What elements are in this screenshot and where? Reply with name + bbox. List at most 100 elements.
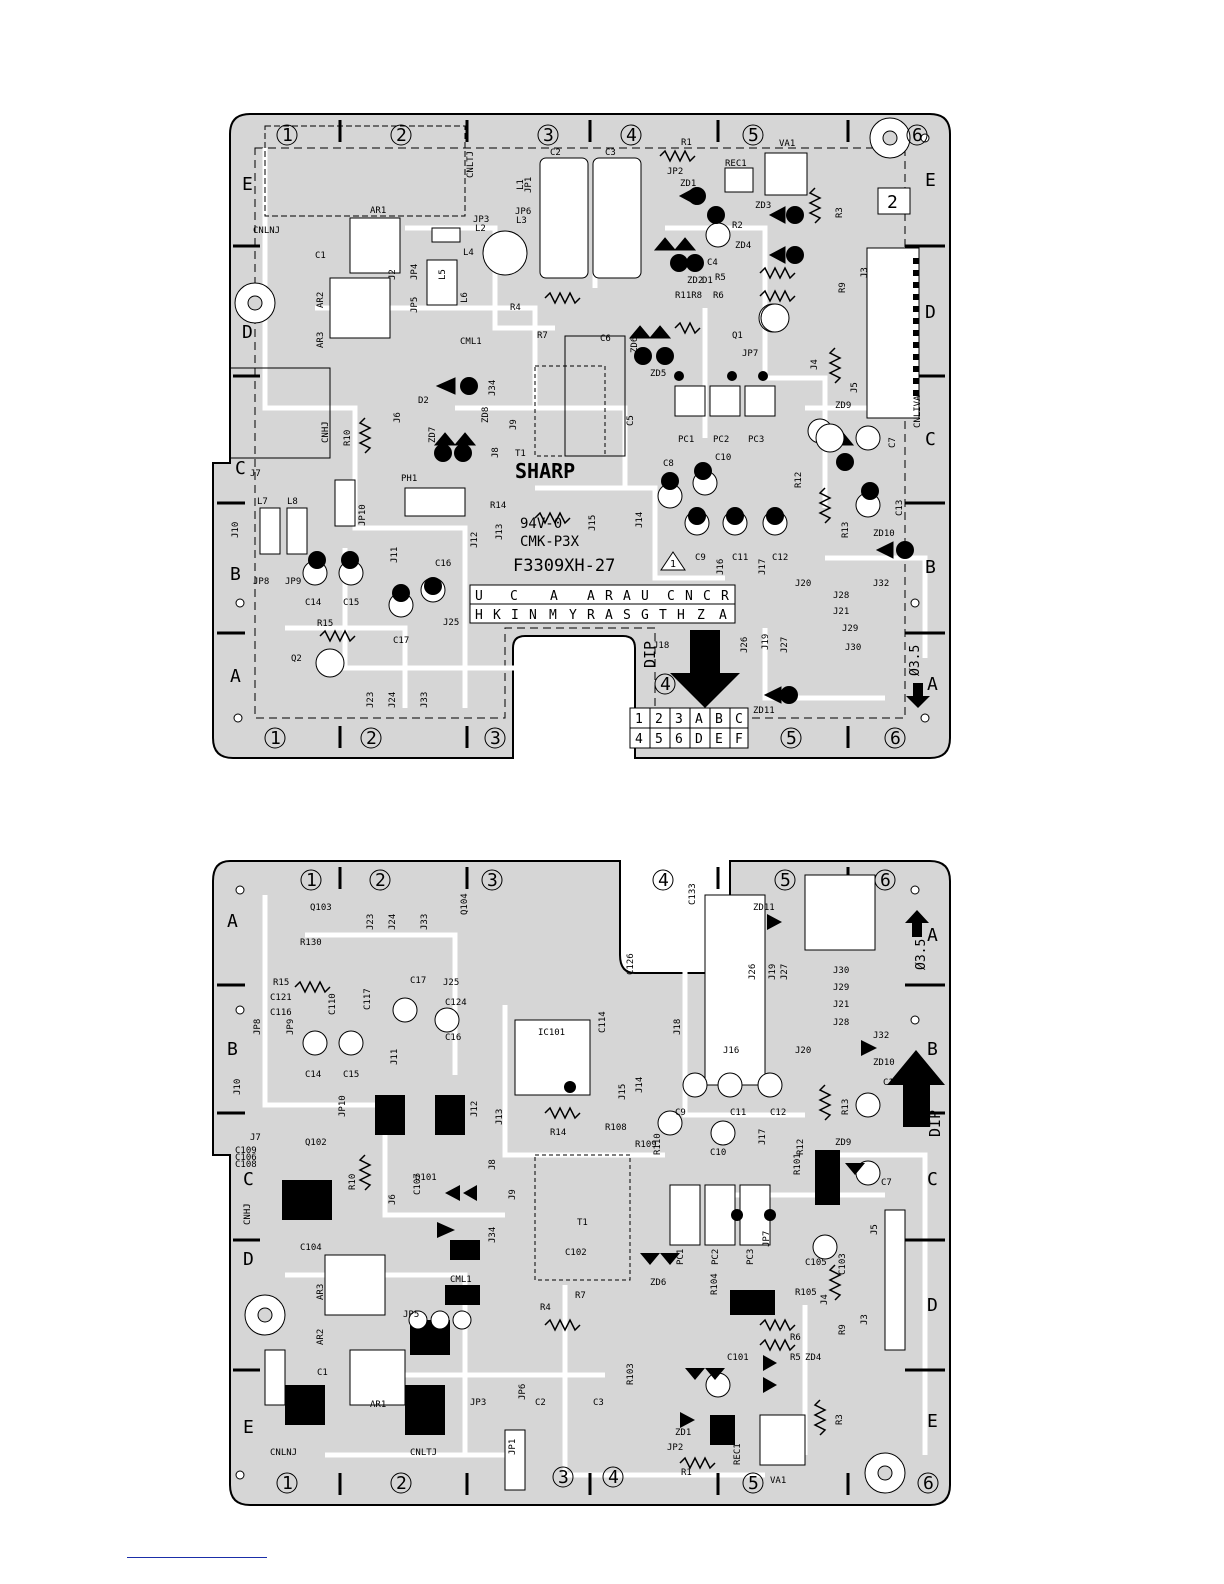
component-label: C13 — [883, 1078, 899, 1088]
component-label: 2 — [375, 870, 386, 891]
component-label: J11 — [390, 1049, 400, 1065]
component-label: C12 — [770, 1108, 786, 1118]
component-label: D — [695, 732, 703, 747]
hole-arrow-icon — [906, 683, 930, 708]
component-label: J19 — [768, 964, 778, 980]
component-label: C105 — [805, 1258, 827, 1268]
component-label: D — [243, 1249, 254, 1270]
component-label: ZD11 — [753, 903, 775, 913]
brand-logo: SHARP — [515, 459, 575, 483]
component-label: J23 — [366, 914, 376, 930]
component-label: C126 — [626, 953, 636, 975]
component-label: J26 — [748, 964, 758, 980]
component-label: C16 — [445, 1033, 461, 1043]
component-label: 1 — [282, 1473, 293, 1494]
component-label: A — [230, 666, 241, 687]
component-label: C14 — [305, 1070, 321, 1080]
col-marker: 3 — [543, 125, 554, 146]
component-label: ZD4 — [805, 1353, 821, 1363]
component-label: E — [242, 174, 253, 195]
component-label: ZD6 — [650, 1278, 666, 1288]
component-label: R12 — [794, 472, 804, 488]
component-label: J25 — [443, 978, 459, 988]
component-label: ZD1 — [675, 1428, 691, 1438]
component-label: A — [719, 608, 727, 623]
component-label: C2 — [535, 1398, 546, 1408]
solder-dots — [308, 187, 914, 704]
component-label: F3309XH-27 — [513, 556, 615, 576]
component-labels: CNLNJ CNLTJ CNHJ CNLIVA AR1 AR2 AR3 CML1… — [231, 138, 923, 716]
component-label: AR3 — [316, 1284, 326, 1300]
component-label: T — [659, 608, 667, 623]
component-label: ZD9 — [835, 1138, 851, 1148]
component-label: 6 — [890, 728, 901, 749]
board-outline — [212, 860, 951, 1506]
component-label: C108 — [235, 1160, 257, 1170]
code-table — [469, 584, 736, 624]
component-label: ZD3 — [755, 201, 771, 211]
component-label: C6 — [600, 334, 611, 344]
component-label: J30 — [845, 643, 861, 653]
component-label: C10 — [710, 1148, 726, 1158]
component-label: R15 — [317, 619, 333, 629]
component-label: R110 — [653, 1133, 663, 1155]
component-label: REC1 — [725, 159, 747, 169]
component-label: C1 — [317, 1368, 328, 1378]
component-label: C9 — [695, 553, 706, 563]
component-label: Q104 — [460, 893, 470, 915]
component-label: J6 — [393, 412, 403, 423]
component-label: R10 — [343, 430, 353, 446]
component-label: L4 — [463, 248, 474, 258]
col-marker: 1 — [282, 125, 293, 146]
component-label: 3 — [675, 712, 683, 727]
component-label: CNLNJ — [253, 226, 280, 236]
component-label: ZD10 — [873, 529, 895, 539]
component-label: A — [550, 589, 558, 604]
component-label: R3 — [835, 1414, 845, 1425]
component-label: ZD6 — [630, 337, 640, 353]
component-label: J28 — [833, 1018, 849, 1028]
component-label: A — [695, 712, 703, 727]
component-label: C7 — [881, 1178, 892, 1188]
component-label: 1 — [670, 559, 676, 570]
component-label: R14 — [550, 1128, 566, 1138]
component-label: JP10 — [338, 1095, 348, 1117]
component-label: 5 — [780, 870, 791, 891]
component-label: J17 — [758, 559, 768, 575]
component-label: J6 — [388, 1194, 398, 1205]
component-label: 94V-0 — [520, 516, 562, 532]
component-label: J34 — [488, 1227, 498, 1243]
component-label: R12 — [796, 1139, 806, 1155]
component-label: JP7 — [742, 349, 758, 359]
component-label: 4 — [660, 674, 671, 695]
component-label: C4 — [707, 258, 718, 268]
component-label: Y — [569, 608, 577, 623]
component-label: VA1 — [779, 139, 795, 149]
component-label: R6 — [713, 291, 724, 301]
component-label: PC1 — [678, 435, 694, 445]
component-label: JP3 — [470, 1398, 486, 1408]
component-label: H — [677, 608, 685, 623]
component-label: R13 — [841, 522, 851, 538]
component-label: B — [227, 1039, 238, 1060]
component-label: C14 — [305, 598, 321, 608]
col-marker: 2 — [396, 125, 407, 146]
component-label: R3 — [835, 207, 845, 218]
component-label: C104 — [300, 1243, 322, 1253]
component-label: J29 — [833, 983, 849, 993]
component-label: R — [721, 589, 729, 604]
component-label: J32 — [873, 579, 889, 589]
component-label: D1 — [702, 276, 713, 286]
component-label: DIP — [641, 641, 659, 668]
component-label: R1 — [681, 1468, 692, 1478]
component-label: C15 — [343, 598, 359, 608]
component-label: J30 — [833, 966, 849, 976]
component-label: Q2 — [291, 654, 302, 664]
component-label: D — [925, 302, 936, 323]
component-label: CMK-P3X — [520, 534, 580, 550]
component-label: U — [475, 589, 483, 604]
component-label: JP6 — [518, 1384, 528, 1400]
component-label: J8 — [491, 447, 501, 458]
component-label: J3 — [860, 267, 870, 278]
component-label: J5 — [850, 382, 860, 393]
